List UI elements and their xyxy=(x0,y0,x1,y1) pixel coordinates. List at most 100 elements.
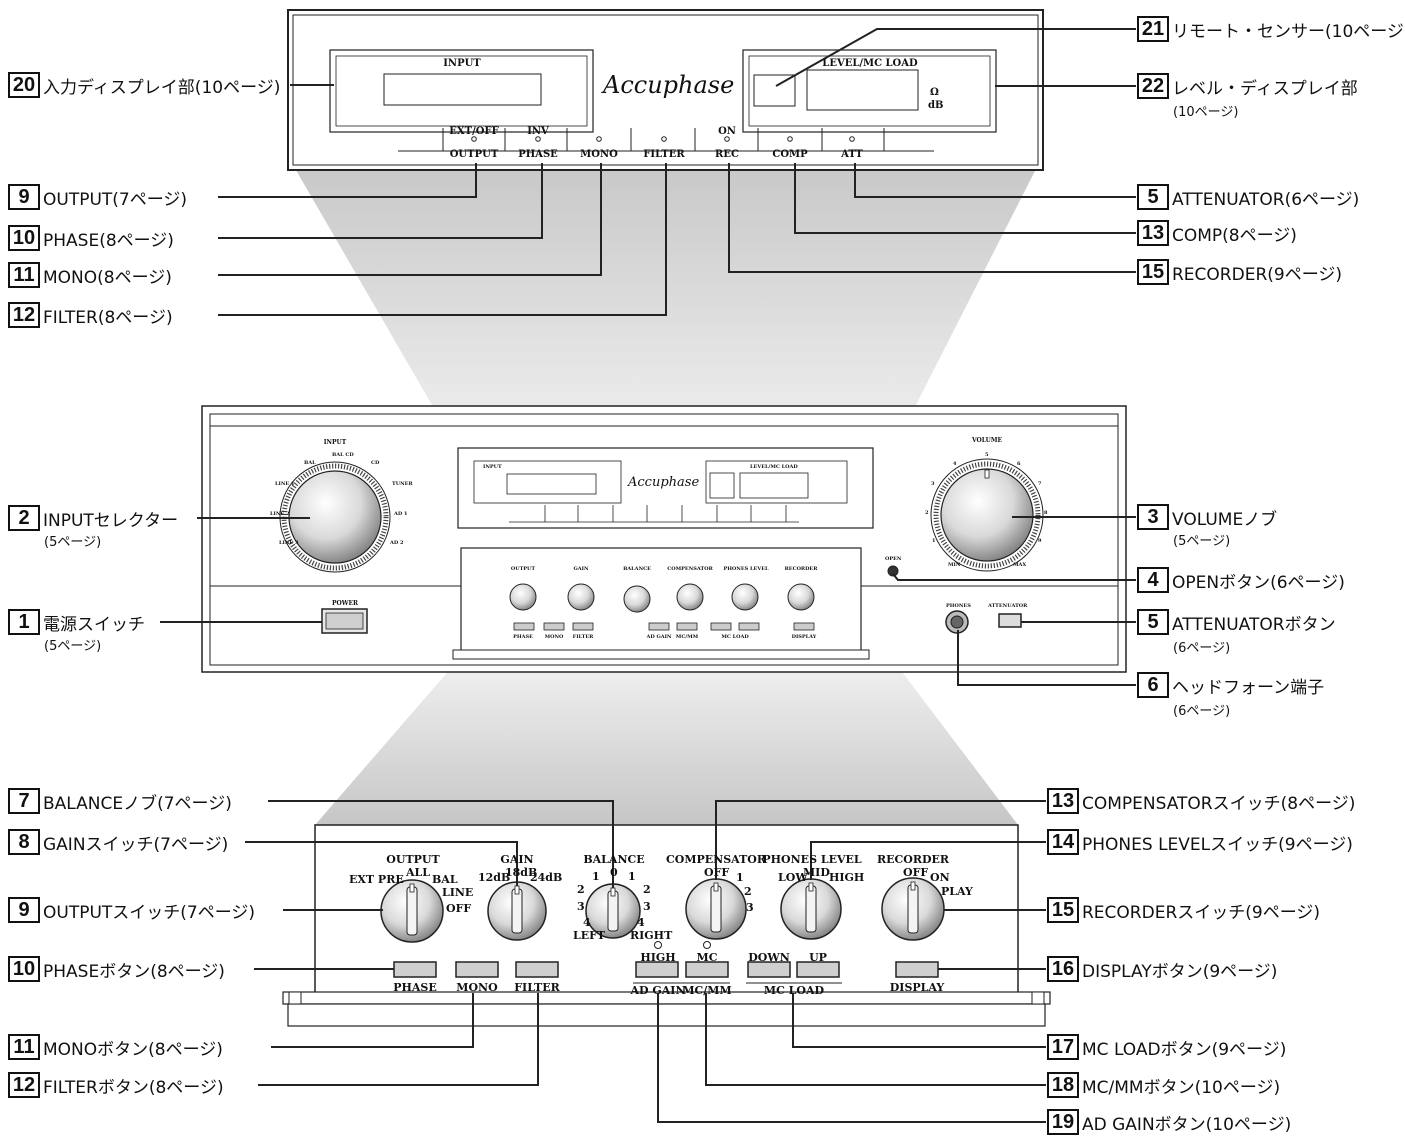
callout-label: 入力ディスプレイ部(10ページ) xyxy=(43,77,281,98)
callout-label: INPUTセレクター xyxy=(43,510,179,531)
ind-rec-top: ON xyxy=(718,126,736,137)
callout-number: 17 xyxy=(1047,1034,1079,1060)
sp-down: DOWN xyxy=(748,951,790,964)
callout-13-comp: 13 COMP(8ページ) xyxy=(1137,220,1297,246)
ind-output: OUTPUT xyxy=(449,149,499,160)
sp-output-ext-pre: EXT PRE xyxy=(349,873,404,886)
top-db: dB xyxy=(928,100,944,111)
mid-mcmm: MC/MM xyxy=(675,634,699,640)
callout-17-mc-load: 17 MC LOADボタン(9ページ) xyxy=(1047,1034,1286,1060)
ind-phase: PHASE xyxy=(518,149,558,160)
callout-10-phase-button: 10 PHASEボタン(8ページ) xyxy=(8,956,225,982)
callout-number: 14 xyxy=(1047,829,1079,855)
callout-number: 13 xyxy=(1137,220,1169,246)
sp-phase: PHASE xyxy=(393,981,437,994)
callout-number: 13 xyxy=(1047,788,1079,814)
callout-number: 20 xyxy=(8,72,40,98)
callout-label: PHASE(8ページ) xyxy=(43,230,174,251)
callout-15-recorder-switch: 15 RECORDERスイッチ(9ページ) xyxy=(1047,897,1320,923)
callout-number: 16 xyxy=(1047,956,1079,982)
bottom-sub-panel xyxy=(282,824,1051,1027)
fp-input-balcd: BAL CD xyxy=(332,452,354,458)
callout-6-headphone: 6 ヘッドフォーン端子 xyxy=(1137,672,1324,698)
callout-22-level-display: 22 レベル・ディスプレイ部 xyxy=(1137,73,1358,99)
mid-phones-level: PHONES LEVEL xyxy=(723,566,769,572)
ind-mono: MONO xyxy=(580,149,618,160)
callout-label: ATTENUATORボタン xyxy=(1172,614,1336,635)
fp-vol-9: 9 xyxy=(1038,538,1042,544)
fp-vol-4: 4 xyxy=(953,461,957,467)
sp-balance: BALANCE xyxy=(583,853,645,866)
sp-pl-mid: MID xyxy=(803,866,830,879)
sp-mc-load: MC LOAD xyxy=(763,984,825,997)
fp-input-line3: LINE 3 xyxy=(279,540,299,546)
callout-number: 4 xyxy=(1137,567,1169,593)
callout-1-power-switch: 1 電源スイッチ xyxy=(8,609,145,635)
sp-recorder: RECORDER xyxy=(876,853,950,866)
sp-comp-1: 1 xyxy=(736,871,744,884)
fp-input-cd: CD xyxy=(371,460,380,466)
callout-label: 電源スイッチ xyxy=(43,614,145,635)
fp-vol-6: 6 xyxy=(1017,461,1021,467)
sp-gain-12: 12dB xyxy=(478,871,511,884)
callout-number: 22 xyxy=(1137,73,1169,99)
callout-14-phones-level: 14 PHONES LEVELスイッチ(9ページ) xyxy=(1047,829,1353,855)
fp-input-ad1: AD 1 xyxy=(394,511,408,517)
sp-rec-on: ON xyxy=(930,871,950,884)
callout-number: 5 xyxy=(1137,609,1169,635)
top-ohm: Ω xyxy=(930,87,939,98)
callout-20: 20 入力ディスプレイ部(10ページ) xyxy=(8,72,280,98)
fp-vol-5: 5 xyxy=(985,452,989,458)
sp-mcmm: MC/MM xyxy=(682,984,732,997)
top-logo: Accuphase xyxy=(603,71,735,99)
fp-vol-7: 7 xyxy=(1038,481,1042,487)
fp-vol-2: 2 xyxy=(925,510,929,516)
callout-number: 21 xyxy=(1137,16,1169,42)
callout-18-mcmm: 18 MC/MMボタン(10ページ) xyxy=(1047,1072,1280,1098)
callout-label: COMPENSATORスイッチ(8ページ) xyxy=(1082,793,1356,814)
callout-number: 3 xyxy=(1137,504,1169,530)
callout-3-sub: (5ページ) xyxy=(1173,534,1231,549)
leader-lines xyxy=(160,28,1136,1123)
mid-compensator: COMPENSATOR xyxy=(667,566,713,572)
sp-compensator: COMPENSATOR xyxy=(665,853,767,866)
callout-2-input-selector: 2 INPUTセレクター xyxy=(8,505,178,531)
callout-15-recorder: 15 RECORDER(9ページ) xyxy=(1137,259,1342,285)
callout-label: RECORDER(9ページ) xyxy=(1172,264,1343,285)
fp-input-bal: BAL xyxy=(304,460,316,466)
callout-number: 18 xyxy=(1047,1072,1079,1098)
fp-volume-title: VOLUME xyxy=(971,437,1003,444)
ind-rec: REC xyxy=(715,149,739,160)
callout-label: PHONES LEVELスイッチ(9ページ) xyxy=(1082,834,1353,855)
sp-gain-18: 18dB xyxy=(505,866,538,879)
callout-label: FILTER(8ページ) xyxy=(43,307,173,328)
callout-label: リモート・センサー(10ページ) xyxy=(1172,21,1405,42)
callout-label: DISPLAYボタン(9ページ) xyxy=(1082,961,1278,982)
callout-number: 2 xyxy=(8,505,40,531)
fp-vol-max: MAX xyxy=(1013,562,1027,568)
sp-ad-gain: AD GAIN xyxy=(630,984,686,997)
callout-12-filter-button: 12 FILTERボタン(8ページ) xyxy=(8,1072,224,1098)
callout-10-phase: 10 PHASE(8ページ) xyxy=(8,225,174,251)
callout-label: RECORDERスイッチ(9ページ) xyxy=(1082,902,1321,923)
fp-vol-1: 1 xyxy=(932,538,936,544)
fp-disp-input: INPUT xyxy=(483,464,502,470)
callout-13-compensator: 13 COMPENSATORスイッチ(8ページ) xyxy=(1047,788,1355,814)
mid-display: DISPLAY xyxy=(791,634,817,640)
callout-label: OPENボタン(6ページ) xyxy=(1172,572,1345,593)
callout-number: 5 xyxy=(1137,184,1169,210)
fp-disp-level: LEVEL/MC LOAD xyxy=(750,464,798,470)
mid-sub-panel xyxy=(452,547,870,660)
sp-bal-1l: 1 xyxy=(592,870,600,883)
callout-label: MONO(8ページ) xyxy=(43,267,172,288)
mid-gain: GAIN xyxy=(573,566,589,572)
fp-vol-8: 8 xyxy=(1044,510,1048,516)
mid-balance: BALANCE xyxy=(623,566,651,572)
sp-bal-0: 0 xyxy=(610,866,618,879)
sp-output-all: ALL xyxy=(406,866,431,879)
callout-19-ad-gain: 19 AD GAINボタン(10ページ) xyxy=(1047,1109,1291,1135)
fp-open-label: OPEN xyxy=(885,556,902,562)
fp-attenuator-label: ATTENUATOR xyxy=(988,603,1028,609)
callout-label: AD GAINボタン(10ページ) xyxy=(1082,1114,1292,1135)
sp-gain-24: 24dB xyxy=(530,871,563,884)
